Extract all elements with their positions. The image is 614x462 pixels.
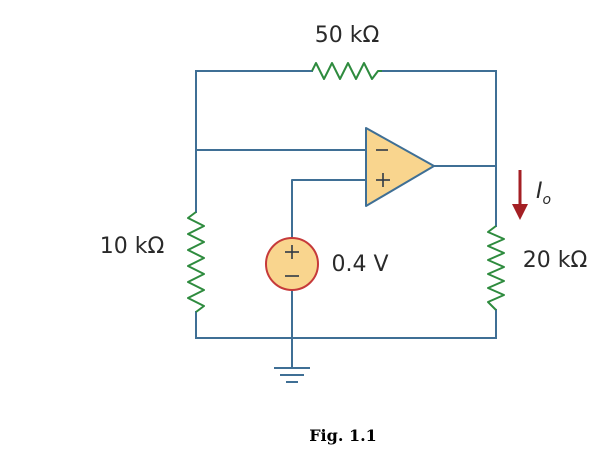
op-amp-triangle (365, 127, 435, 207)
label-10k: 10 kΩ (100, 234, 165, 259)
figure-caption: Fig. 1.1 (309, 426, 377, 445)
resistor-50k (311, 62, 382, 80)
current-subscript: o (543, 192, 552, 208)
label-50k: 50 kΩ (315, 23, 380, 48)
resistor-10k (187, 211, 205, 313)
ground-icon (274, 367, 310, 383)
voltage-source (265, 237, 319, 291)
label-20k: 20 kΩ (523, 248, 588, 273)
current-arrow-icon (512, 170, 528, 220)
wire-noninverting-input (291, 179, 367, 238)
label-source-voltage: 0.4 V (331, 252, 388, 277)
wires (195, 70, 497, 369)
label-output-current: Io (536, 179, 551, 208)
op-amp (365, 127, 435, 207)
resistor-20k (487, 225, 505, 311)
voltage-source-circle (265, 237, 319, 291)
current-symbol: I (536, 179, 543, 204)
